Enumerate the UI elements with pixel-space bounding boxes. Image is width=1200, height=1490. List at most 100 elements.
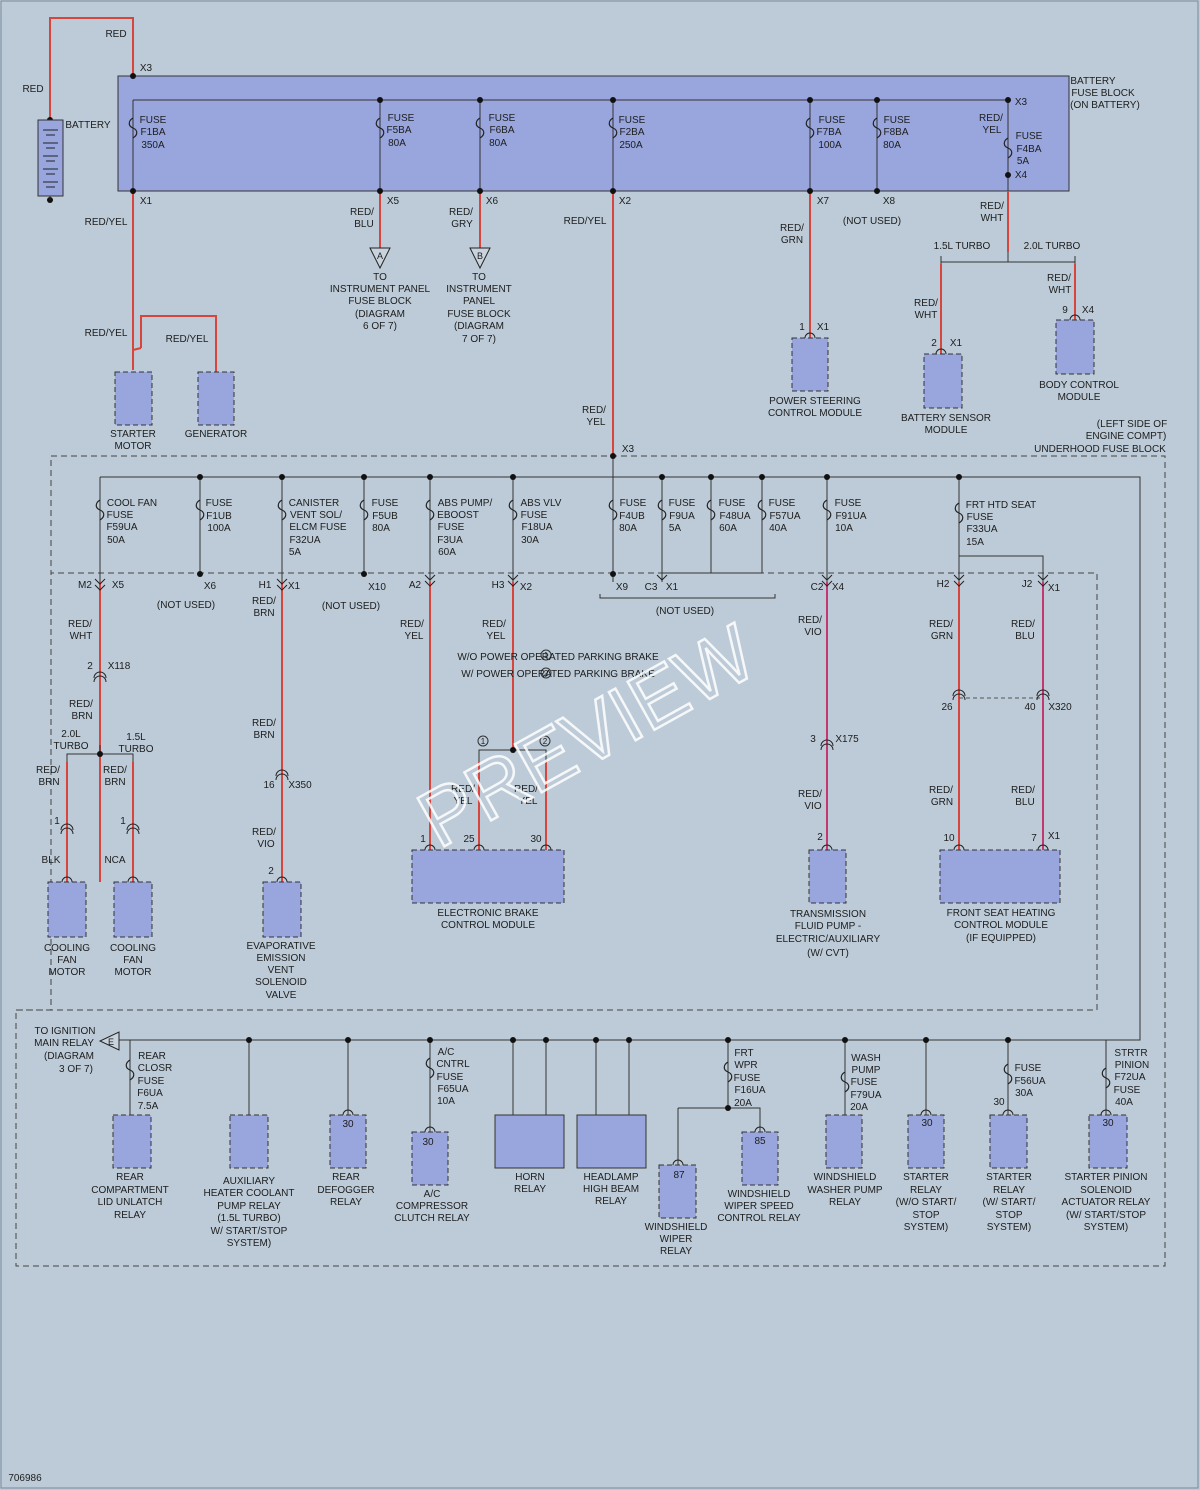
diagram-label: F4BA xyxy=(1016,144,1041,155)
diagram-label: UNDERHOOD FUSE BLOCK xyxy=(1034,444,1166,455)
diagram-label: ABS VLV xyxy=(521,498,562,509)
diagram-label: 30 xyxy=(993,1097,1005,1108)
diagram-label: 1.5L TURBO xyxy=(934,241,991,252)
diagram-label: PUMP RELAY xyxy=(217,1201,281,1212)
diagram-label: RED/ xyxy=(350,207,374,218)
diagram-label: 1.5L xyxy=(126,732,146,743)
diagram-label: F5BA xyxy=(386,125,411,136)
diagram-label: RED/ xyxy=(929,785,953,796)
diagram-label: STARTER xyxy=(903,1172,949,1183)
diagram-label: MODULE xyxy=(1058,392,1101,403)
diagram-label: 2 xyxy=(817,832,823,843)
diagram-label: 1 xyxy=(799,322,805,333)
diagram-label: X4 xyxy=(1015,170,1028,181)
svg-text:B: B xyxy=(477,251,483,261)
diagram-label: 7 xyxy=(1031,833,1037,844)
diagram-label: WPR xyxy=(734,1060,757,1071)
diagram-label: RED/ xyxy=(400,619,424,630)
diagram-label: RED/ xyxy=(582,405,606,416)
diagram-label: X3 xyxy=(1015,97,1028,108)
diagram-label: YEL xyxy=(405,631,424,642)
diagram-label: YEL xyxy=(487,631,506,642)
diagram-label: X5 xyxy=(387,196,400,207)
diagram-label: PANEL xyxy=(463,296,495,307)
diagram-label: FRT xyxy=(734,1048,753,1059)
diagram-label: EVAPORATIVE xyxy=(246,941,315,952)
diagram-label: BLU xyxy=(354,219,373,230)
battery-icon xyxy=(37,119,64,200)
diagram-label: RELAY xyxy=(595,1196,627,1207)
diagram-label: RELAY xyxy=(829,1197,861,1208)
diagram-label: FUSE xyxy=(140,115,167,126)
diagram-label: ABS PUMP/ xyxy=(438,498,493,509)
diagram-label: HEATER COOLANT xyxy=(204,1188,295,1199)
diagram-label: FUSE xyxy=(835,498,862,509)
diagram-label: W/O POWER OPERATED PARKING BRAKE xyxy=(457,652,659,663)
diagram-label: 7.5A xyxy=(138,1101,159,1112)
fuse-symbols xyxy=(95,117,1111,1093)
diagram-label: MOTOR xyxy=(114,967,151,978)
diagram-label: MODULE xyxy=(925,425,968,436)
diagram-label: F65UA xyxy=(437,1084,468,1095)
diagram-label: RED/ xyxy=(1047,273,1071,284)
diagram-label: F9UA xyxy=(669,511,695,522)
diagram-label: (DIAGRAM xyxy=(454,321,504,332)
diagram-label: COOLING xyxy=(110,943,156,954)
diagram-label: WINDSHIELD xyxy=(728,1189,791,1200)
diagram-label: TURBO xyxy=(54,741,89,752)
diagram-label: (NOT USED) xyxy=(656,606,714,617)
diagram-label: CONTROL MODULE xyxy=(954,920,1048,931)
diagram-label: FUSE xyxy=(372,498,399,509)
diagram-label: 100A xyxy=(207,523,231,534)
diagram-label: 250A xyxy=(619,140,643,151)
diagram-label: RED/ xyxy=(252,596,276,607)
diagram-label: (ON BATTERY) xyxy=(1070,100,1140,111)
diagram-label: FRONT SEAT HEATING xyxy=(947,908,1056,919)
svg-text:1: 1 xyxy=(481,737,486,746)
diagram-label: W/ START/STOP xyxy=(211,1226,288,1237)
diagram-label: (NOT USED) xyxy=(322,601,380,612)
diagram-label: AUXILIARY xyxy=(223,1176,275,1187)
diagram-label: (IF EQUIPPED) xyxy=(966,933,1036,944)
diagram-label: X4 xyxy=(832,582,845,593)
diagram-label: PUMP xyxy=(852,1065,881,1076)
battery-fuse-block xyxy=(117,75,1070,192)
diagram-label: INSTRUMENT PANEL xyxy=(330,284,431,295)
diagram-label: YEL xyxy=(587,417,606,428)
diagram-label: (DIAGRAM xyxy=(44,1051,94,1062)
diagram-label: F7BA xyxy=(816,127,841,138)
diagram-label: X9 xyxy=(616,582,629,593)
diagram-label: 15A xyxy=(966,537,984,548)
diagram-label: BLU xyxy=(1015,797,1034,808)
diagram-label: 40A xyxy=(1115,1097,1133,1108)
diagram-label: FUSE xyxy=(388,113,415,124)
diagram-label: FUSE BLOCK xyxy=(447,309,511,320)
diagram-label: 10A xyxy=(835,523,853,534)
diagram-label: ELECTRIC/AUXILIARY xyxy=(776,934,881,945)
diagram-label: F72UA xyxy=(1114,1072,1145,1083)
diagram-label: FUSE xyxy=(206,498,233,509)
diagram-label: 2 xyxy=(931,338,937,349)
diagram-label: RED/ xyxy=(980,201,1004,212)
svg-text:A: A xyxy=(377,251,383,261)
diagram-label: F8BA xyxy=(883,127,908,138)
diagram-label: FUSE xyxy=(884,115,911,126)
diagram-label: GENERATOR xyxy=(185,429,247,440)
diagram-label: FUSE xyxy=(138,1076,165,1087)
diagram-label: PINION xyxy=(1115,1060,1149,1071)
diagram-label: YEL xyxy=(983,125,1002,136)
diagram-label: WHT xyxy=(70,631,93,642)
diagram-label: F33UA xyxy=(966,524,997,535)
diagram-label: REAR xyxy=(116,1172,144,1183)
diagram-label: DEFOGGER xyxy=(317,1185,374,1196)
diagram-label: 1 xyxy=(120,816,126,827)
diagram-label: 85 xyxy=(754,1136,766,1147)
diagram-label: 2.0L xyxy=(61,729,81,740)
diagram-label: X175 xyxy=(835,734,859,745)
diagram-label: FAN xyxy=(123,955,142,966)
diagram-label: 25 xyxy=(463,834,475,845)
diagram-label: FUSE xyxy=(719,498,746,509)
diagram-label: WHT xyxy=(915,310,938,321)
